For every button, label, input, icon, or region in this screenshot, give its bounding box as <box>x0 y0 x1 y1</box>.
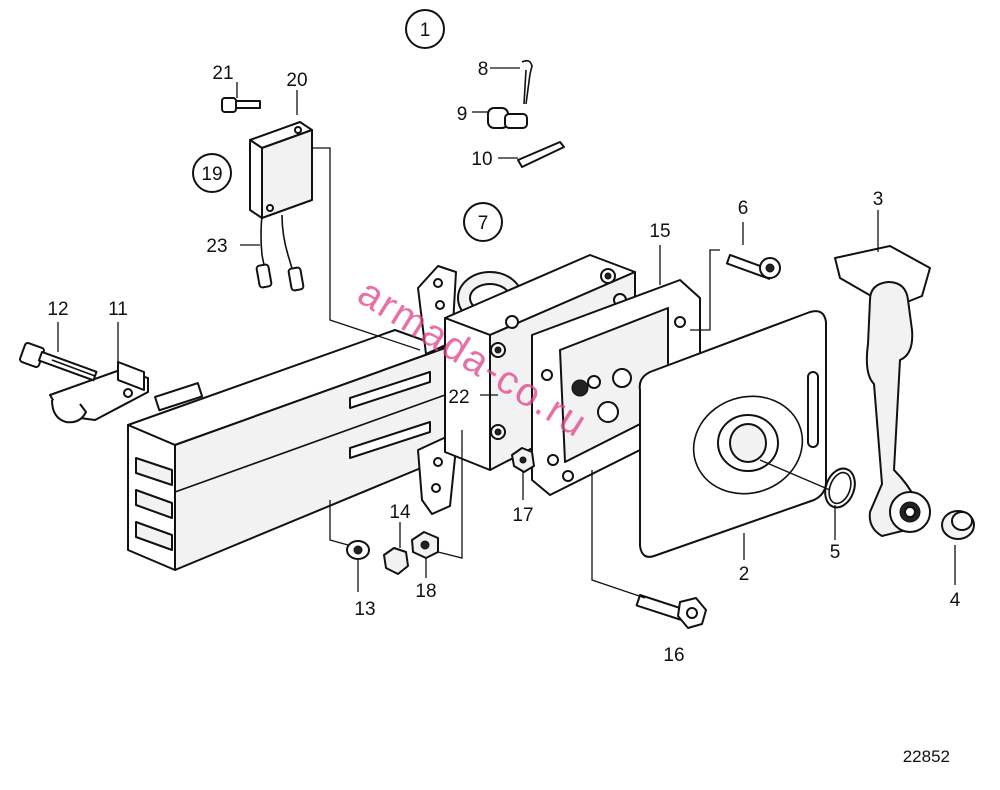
cotter-pin-8 <box>521 59 533 105</box>
part-label-16: 16 <box>663 645 684 666</box>
part-label-11: 11 <box>108 299 128 320</box>
cover-plate <box>638 310 827 558</box>
part-label-14: 14 <box>389 502 411 523</box>
screw-6 <box>725 253 781 280</box>
pin-9 <box>487 107 528 129</box>
svg-text:1: 1 <box>420 20 431 41</box>
svg-text:7: 7 <box>478 213 489 234</box>
part-label-17: 17 <box>512 505 533 526</box>
part-label-5: 5 <box>830 542 841 563</box>
control-lever <box>834 245 931 537</box>
part-label-6: 6 <box>738 198 749 219</box>
part-label-4: 4 <box>950 590 961 611</box>
leader-lines <box>57 67 956 599</box>
part-label-23: 23 <box>206 236 227 257</box>
part-label-3: 3 <box>873 189 884 210</box>
circled-label-7: 7 <box>463 202 503 242</box>
part-label-8: 8 <box>478 59 489 80</box>
part-label-12: 12 <box>47 299 68 320</box>
svg-text:19: 19 <box>201 164 222 185</box>
cable-clip <box>49 361 149 424</box>
bolt-16 <box>635 593 707 629</box>
part-label-2: 2 <box>739 564 750 585</box>
part-label-22: 22 <box>448 387 469 408</box>
part-label-15: 15 <box>649 221 670 242</box>
washer-13 <box>346 540 370 560</box>
screw-12 <box>19 342 98 382</box>
nut-14 <box>383 547 409 575</box>
circled-label-19: 19 <box>192 153 232 193</box>
electrical-box <box>249 121 313 292</box>
mounting-arm <box>127 329 446 571</box>
nut-18 <box>411 531 439 559</box>
part-label-13: 13 <box>354 599 375 620</box>
nut-17 <box>511 447 535 473</box>
part-label-21: 21 <box>212 63 233 84</box>
spring-pin-10 <box>517 141 565 168</box>
part-label-10: 10 <box>471 149 492 170</box>
part-label-9: 9 <box>457 104 468 125</box>
cap <box>941 510 975 540</box>
part-label-20: 20 <box>286 70 307 91</box>
screw-21 <box>221 97 261 113</box>
part-label-18: 18 <box>415 581 436 602</box>
document-number: 22852 <box>903 747 950 766</box>
o-ring <box>824 467 856 509</box>
circled-label-1: 1 <box>405 9 445 49</box>
